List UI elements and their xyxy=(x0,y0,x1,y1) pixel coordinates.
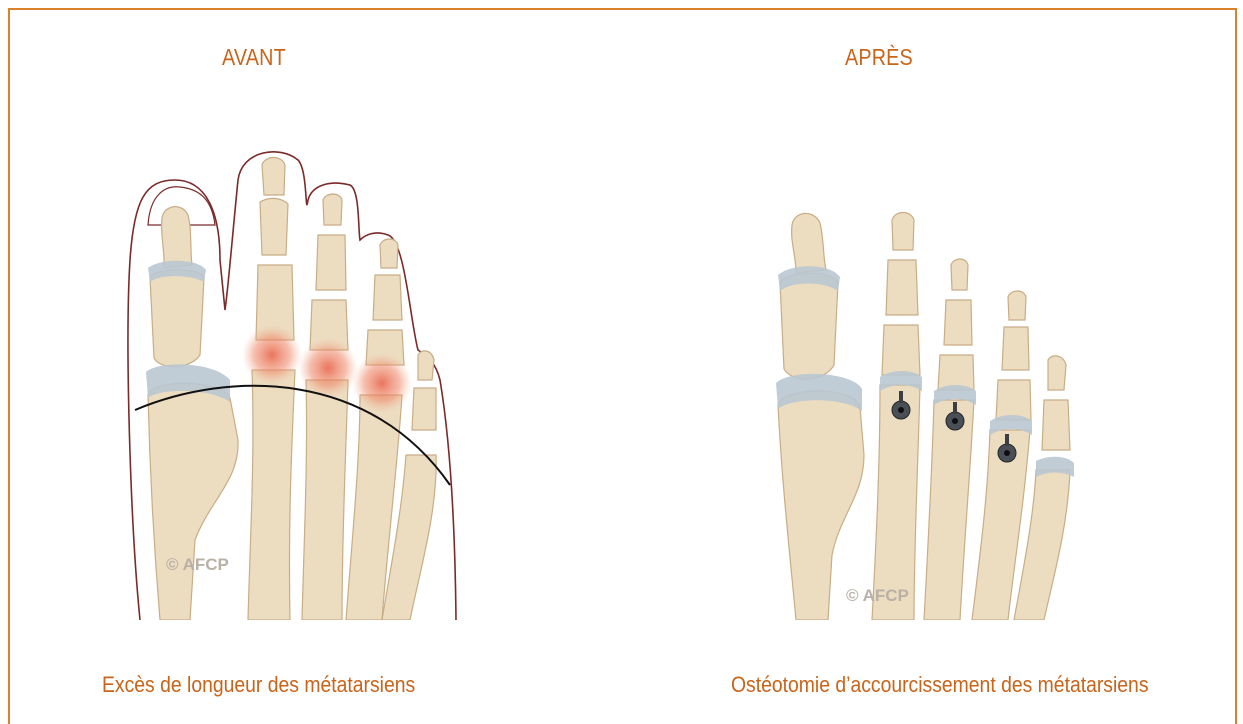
watermark-after: © AFCP xyxy=(846,586,909,605)
foot-after-illustration: © AFCP xyxy=(768,205,1088,620)
after-caption: Ostéotomie d’accourcissement des métatar… xyxy=(731,672,1149,698)
after-heading: APRÈS xyxy=(845,44,913,71)
third-toe-bones xyxy=(924,259,974,620)
panel-after: APRÈS xyxy=(620,0,1243,724)
third-toe-bones xyxy=(302,194,348,620)
panel-before: AVANT xyxy=(0,0,620,724)
before-heading: AVANT xyxy=(222,44,286,71)
inflamed-joint-4 xyxy=(352,353,412,413)
inflamed-joint-3 xyxy=(298,338,358,398)
before-caption: Excès de longueur des métatarsiens xyxy=(102,672,415,698)
foot-before-illustration: © AFCP xyxy=(120,140,460,620)
inflamed-joint-2 xyxy=(242,325,302,385)
watermark-before: © AFCP xyxy=(166,555,229,574)
